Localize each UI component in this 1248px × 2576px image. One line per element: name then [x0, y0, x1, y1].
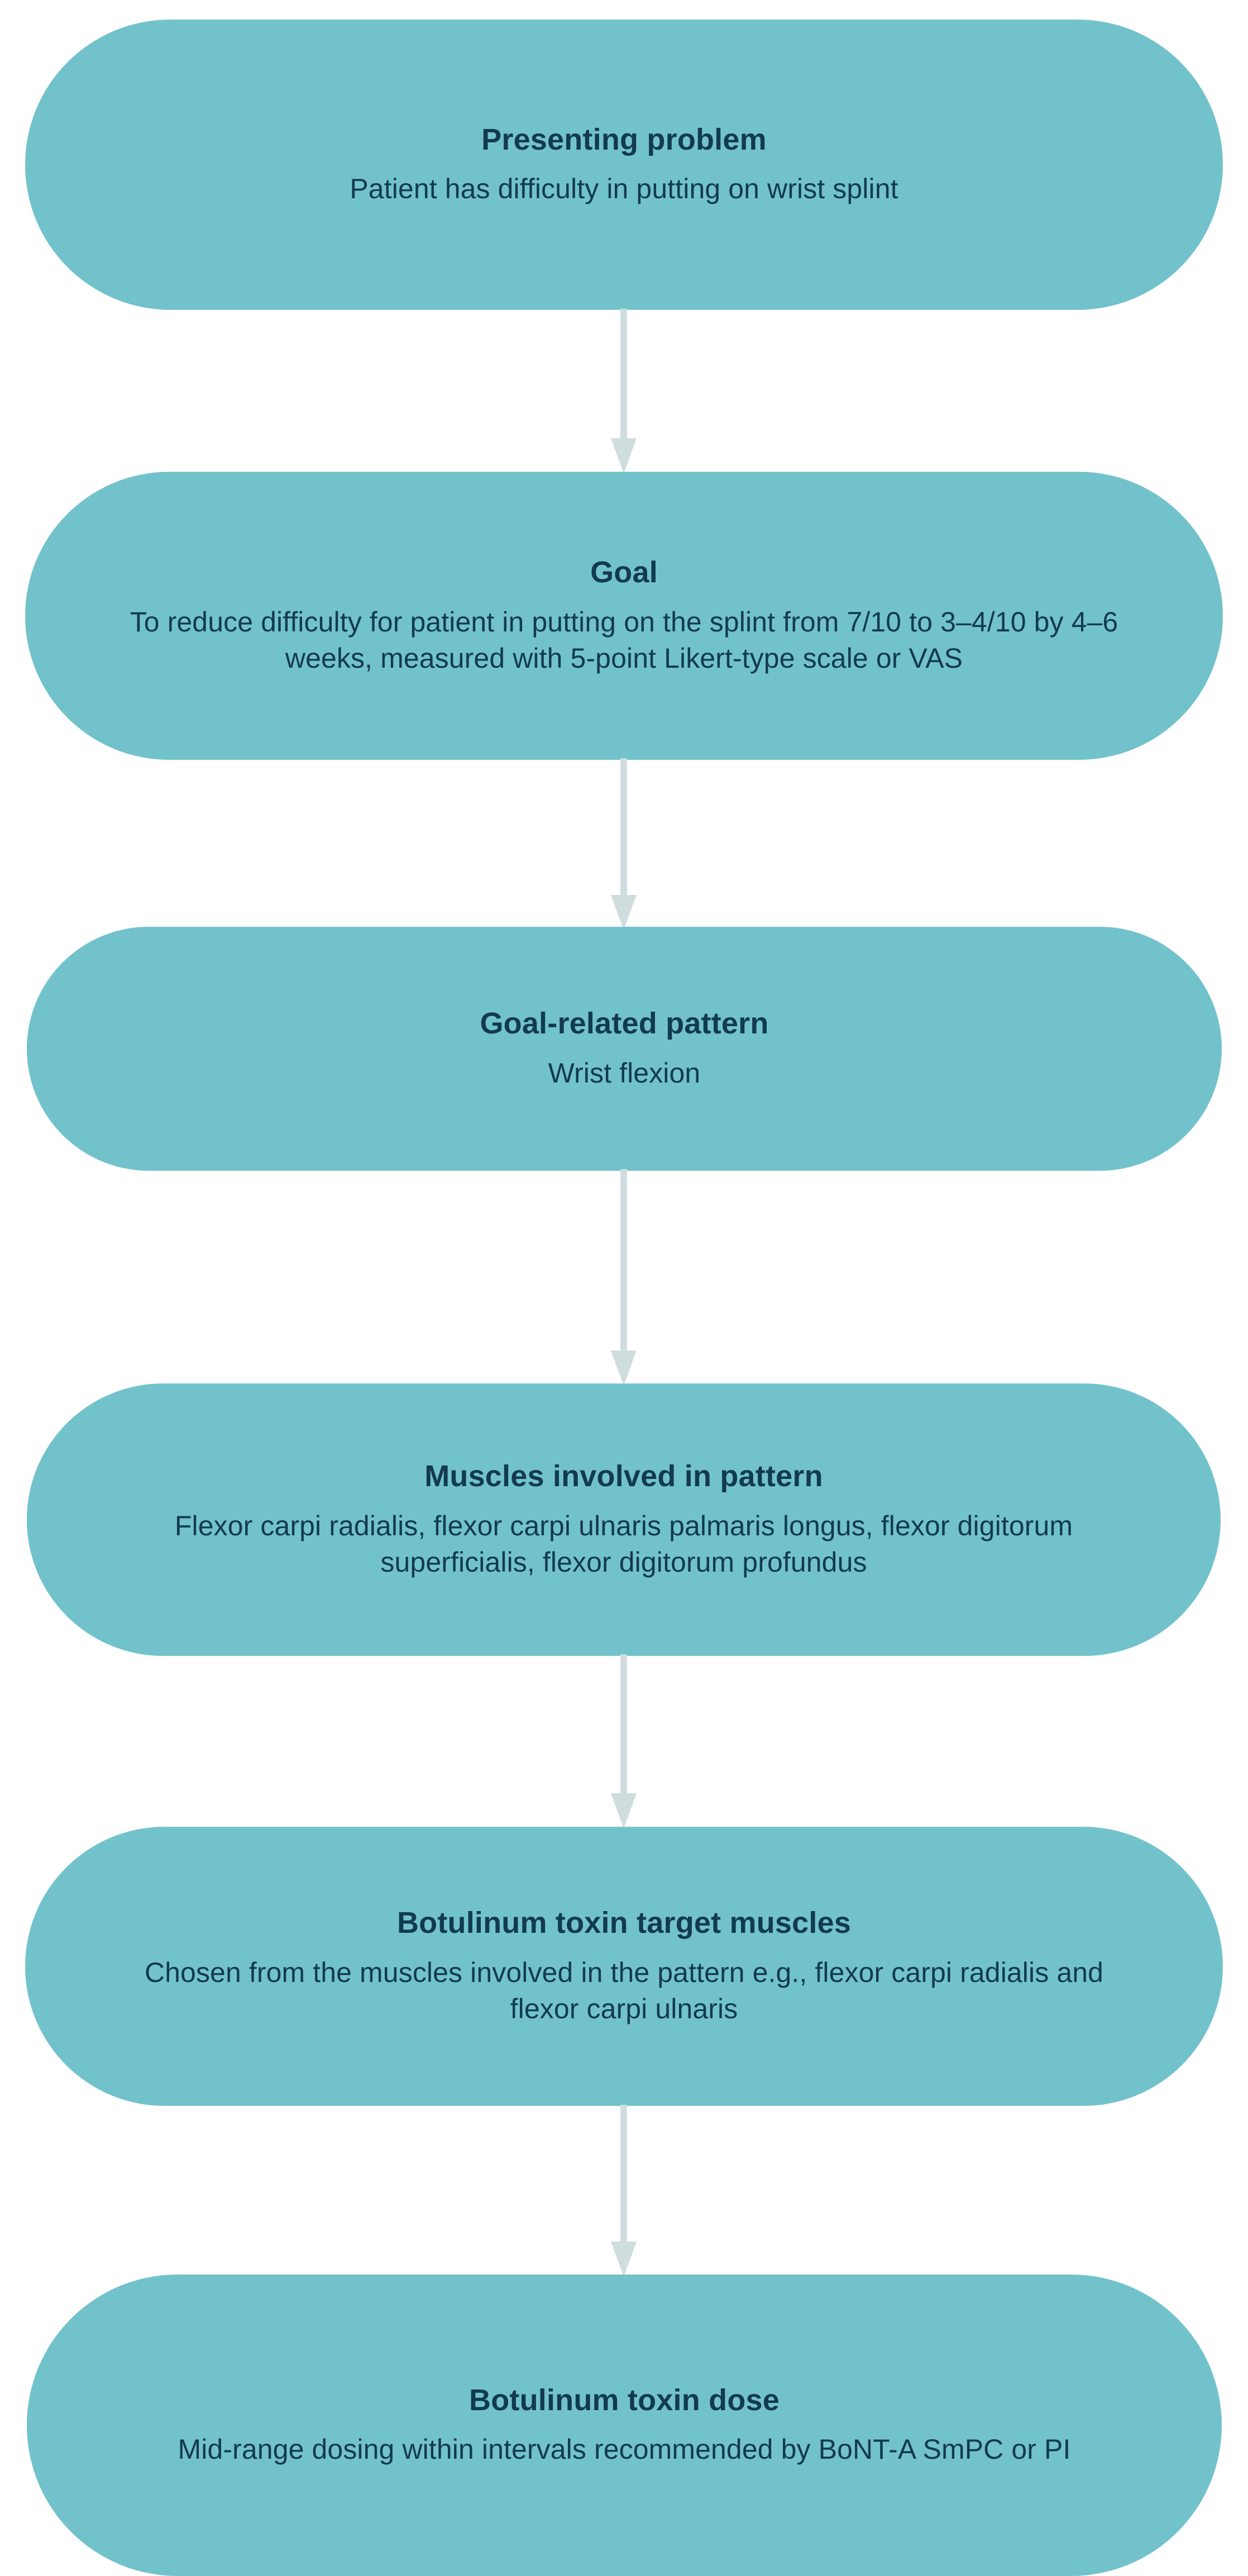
flow-node-body: Patient has difficulty in putting on wri… — [350, 173, 898, 205]
flow-node-body: Flexor carpi radialis, flexor carpi ulna… — [174, 1510, 1073, 1578]
flow-node-title: Goal-related pattern — [480, 1007, 769, 1041]
flow-node-title: Presenting problem — [481, 122, 767, 156]
flow-node-goal-related-pattern: Goal-related pattern Wrist flexion — [27, 927, 1222, 1171]
flow-node-botulinum-toxin-target-muscles: Botulinum toxin target muscles Chosen fr… — [25, 1827, 1223, 2106]
flow-node-body: To reduce difficulty for patient in putt… — [130, 606, 1118, 674]
flow-node-title: Goal — [590, 556, 658, 590]
flow-node-muscles-involved-in-pattern: Muscles involved in pattern Flexor carpi… — [27, 1383, 1221, 1656]
flow-node-botulinum-toxin-dose: Botulinum toxin dose Mid-range dosing wi… — [27, 2275, 1222, 2576]
down-arrow-icon — [611, 758, 637, 930]
flow-node-title: Muscles involved in pattern — [424, 1459, 823, 1493]
down-arrow-icon — [611, 1654, 637, 1828]
flow-node-body: Wrist flexion — [548, 1057, 701, 1089]
flow-node-title: Botulinum toxin dose — [469, 2383, 780, 2417]
flow-node-body: Chosen from the muscles involved in the … — [144, 1956, 1104, 2024]
flow-node-body: Mid-range dosing within intervals recomm… — [178, 2434, 1071, 2465]
flow-node-goal: Goal To reduce difficulty for patient in… — [25, 472, 1223, 760]
down-arrow-icon — [611, 1169, 637, 1386]
flow-node-presenting-problem: Presenting problem Patient has difficult… — [25, 20, 1223, 310]
down-arrow-icon — [611, 309, 637, 473]
flow-node-title: Botulinum toxin target muscles — [396, 1906, 852, 1940]
down-arrow-icon — [611, 2105, 637, 2277]
